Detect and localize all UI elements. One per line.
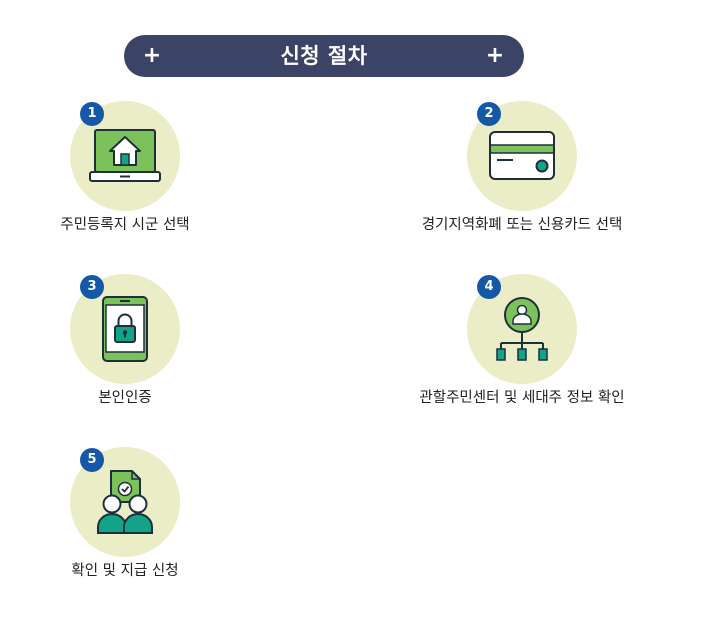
procedure-header: + 신청 절차 +	[124, 35, 524, 77]
step-1-badge: 1	[80, 102, 104, 126]
plus-icon-left: +	[142, 43, 162, 68]
step-2-badge: 2	[477, 102, 501, 126]
step-1-circle	[70, 101, 180, 211]
step-4-label: 관할주민센터 및 세대주 정보 확인	[419, 390, 625, 406]
step-3-label: 본인인증	[98, 390, 152, 406]
step-3-badge: 3	[80, 275, 104, 299]
step-4-badge: 4	[477, 275, 501, 299]
phone-lock-icon	[102, 296, 148, 362]
org-chart-icon	[496, 297, 548, 361]
users-document-icon	[97, 470, 153, 534]
step-3-circle	[70, 274, 180, 384]
credit-card-icon	[489, 131, 555, 180]
step-5-badge: 5	[80, 448, 104, 472]
procedure-title: 신청 절차	[280, 44, 368, 68]
step-1-label: 주민등록지 시군 선택	[60, 217, 190, 233]
laptop-home-icon	[89, 129, 161, 182]
step-2-label: 경기지역화폐 또는 신용카드 선택	[421, 217, 623, 233]
plus-icon-right: +	[485, 43, 505, 68]
step-5-label: 확인 및 지급 신청	[71, 563, 179, 579]
